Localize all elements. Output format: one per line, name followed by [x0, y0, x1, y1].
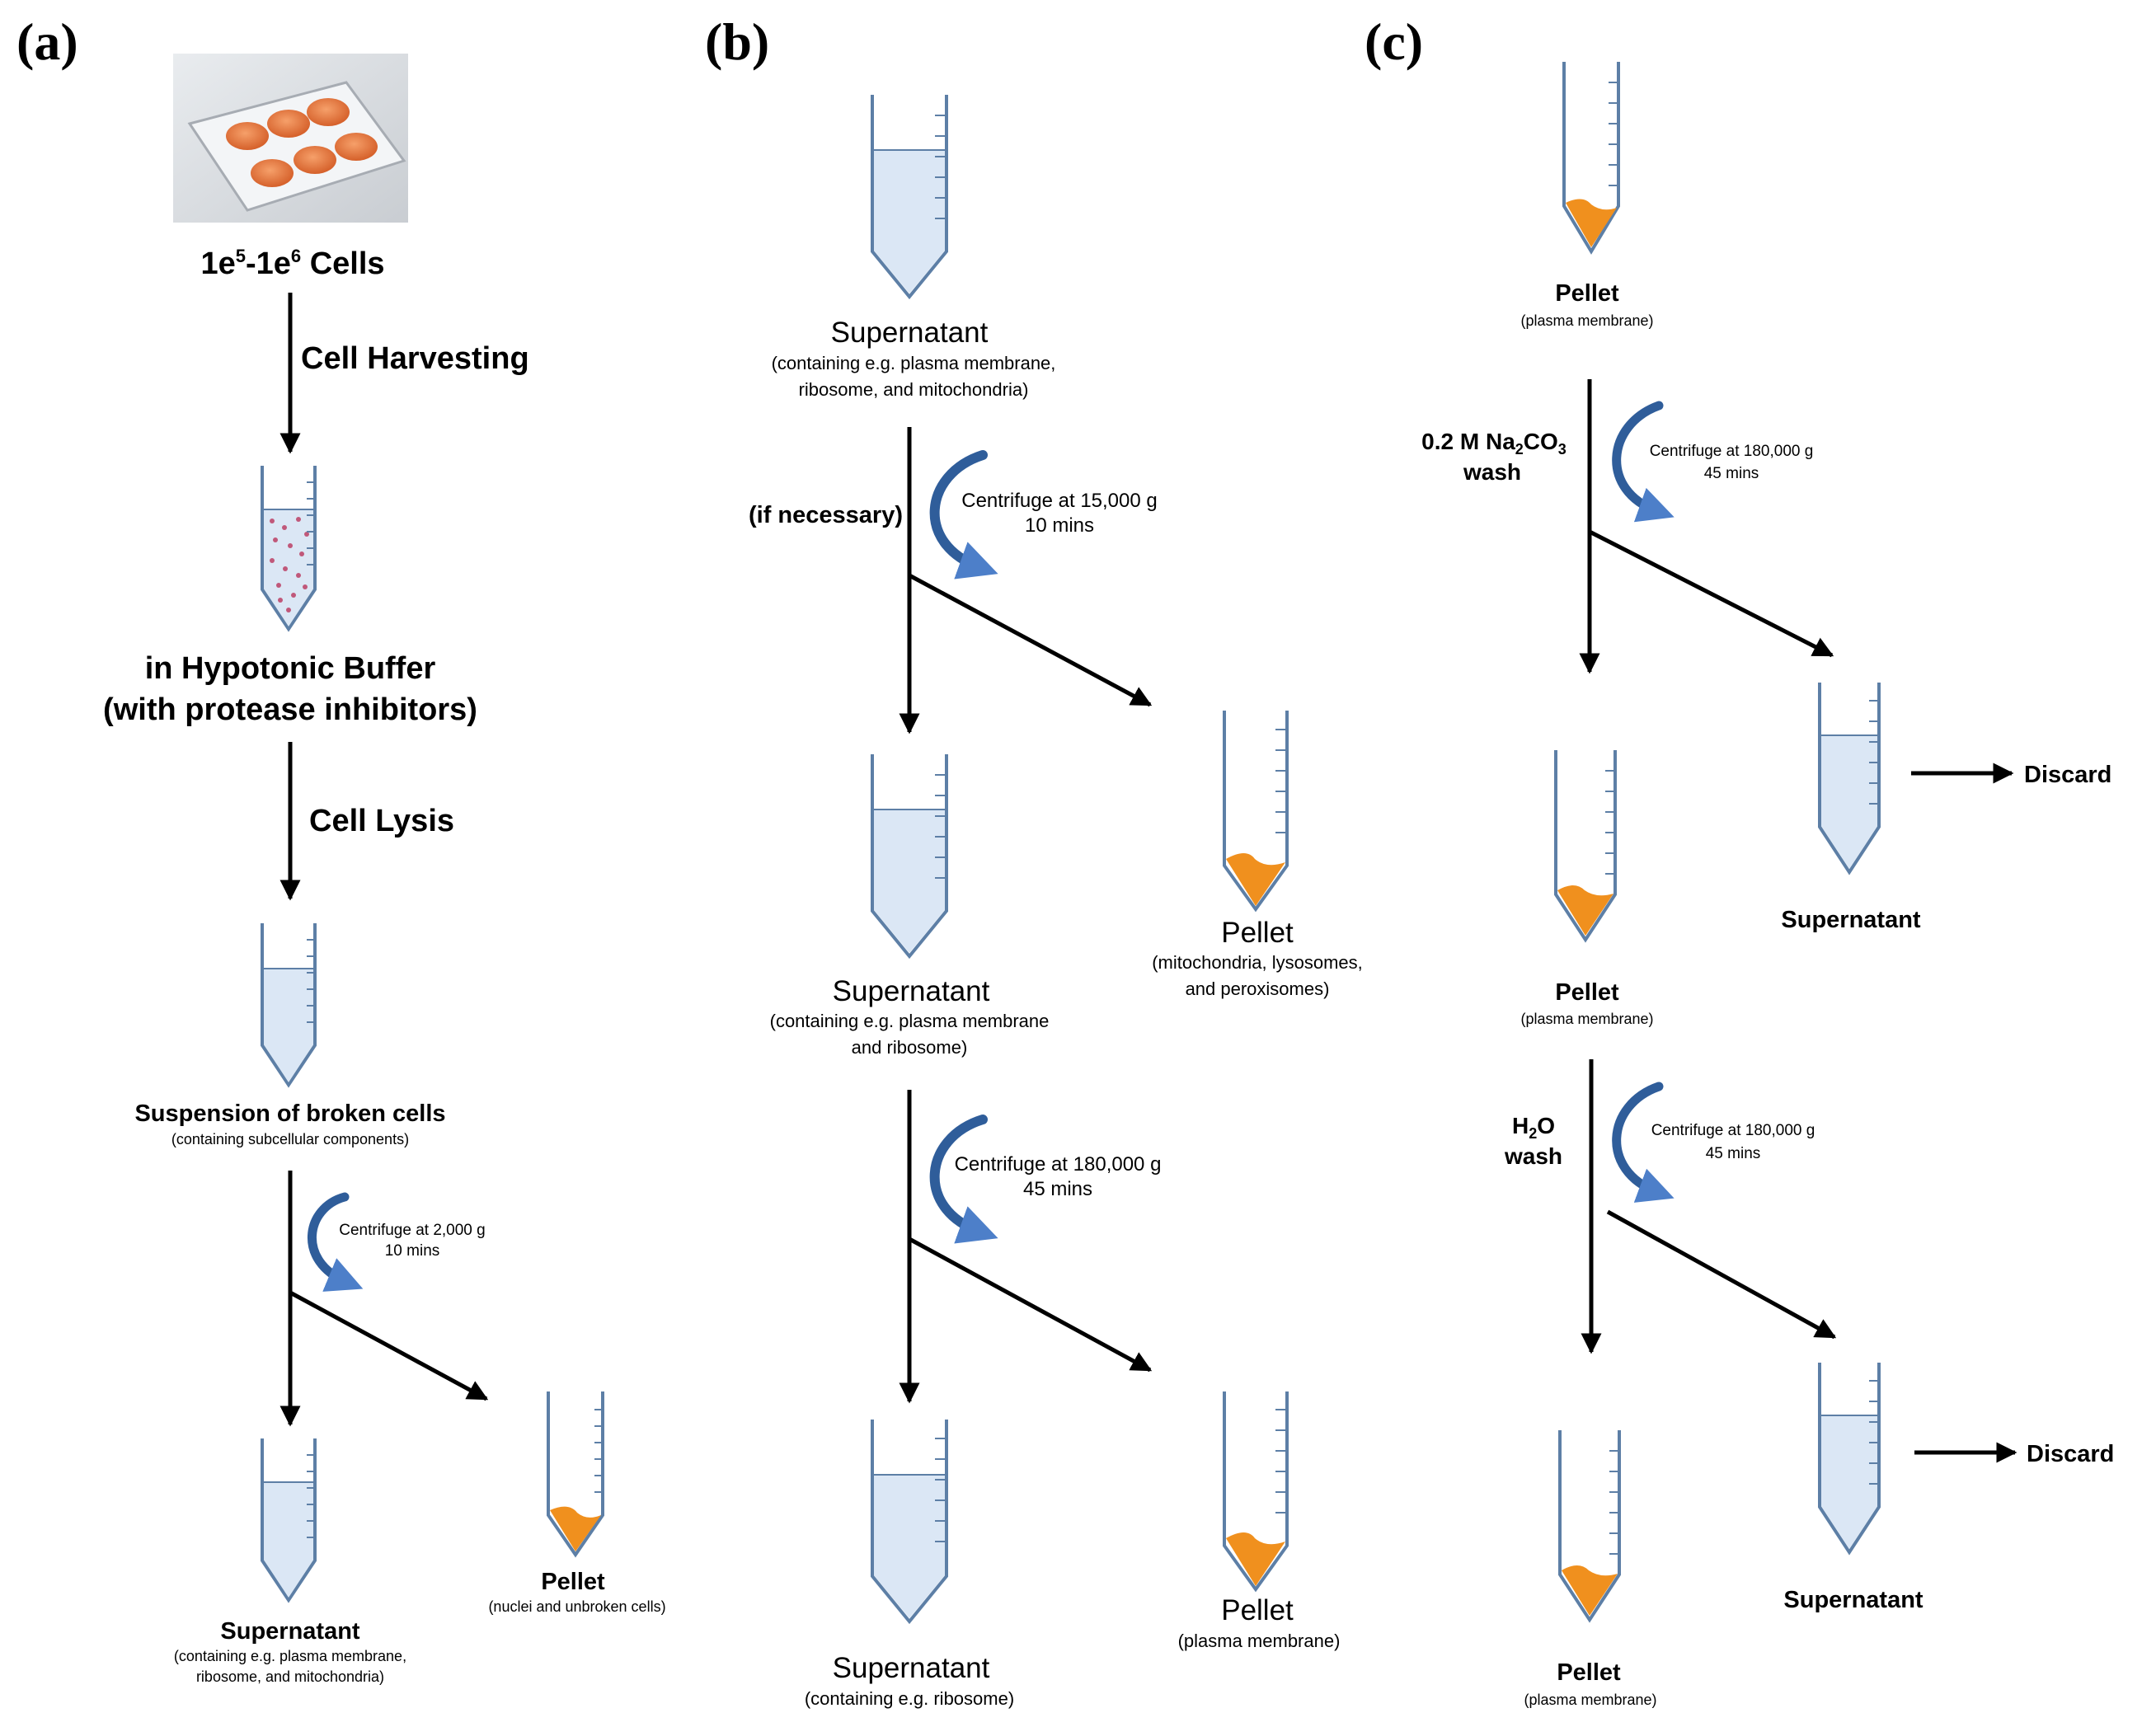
wash2-label: wash [1504, 1143, 1562, 1169]
pellet-c-mid-subtitle: (plasma membrane) [1520, 1011, 1653, 1027]
centrifuge-b1-line1: Centrifuge at 15,000 g [961, 490, 1158, 512]
cell-culture-plate-image [173, 54, 408, 223]
discard1-label: Discard [2024, 762, 2111, 788]
tube-c-supernatant1 [1818, 683, 1881, 875]
supernatant-b-bottom-sub: (containing e.g. ribosome) [805, 1688, 1014, 1709]
pellet-b1-sub2: and peroxisomes) [1186, 978, 1330, 999]
tube-c-pellet-top [1562, 62, 1620, 255]
pellet-b1-sub1: (mitochondria, lysosomes, [1152, 952, 1363, 973]
supernatant-b-top-sub1: (containing e.g. plasma membrane, [772, 353, 1056, 373]
curved-arrow-c2 [1612, 1082, 1675, 1203]
wash1-reagent: 0.2 M Na2CO3 [1421, 429, 1567, 458]
centrifuge-b2-line1: Centrifuge at 180,000 g [955, 1153, 1162, 1176]
suspension-title: Suspension of broken cells [134, 1100, 445, 1127]
arrow-b1-pellet [908, 573, 1153, 707]
tube-cells-in-buffer [261, 466, 317, 632]
supernatant-b-top-title: Supernatant [831, 317, 989, 349]
supernatant-a-sub2: ribosome, and mitochondria) [196, 1668, 384, 1685]
pellet-c-bottom-subtitle: (plasma membrane) [1524, 1692, 1656, 1708]
arrow-a-pellet [289, 1290, 489, 1401]
centrifuge-a-line1: Centrifuge at 2,000 g [339, 1222, 485, 1239]
centrifuge-b2-line2: 45 mins [1023, 1178, 1092, 1200]
tube-c-supernatant2 [1818, 1363, 1881, 1556]
pellet-b2-title: Pellet [1221, 1594, 1294, 1626]
tube-pellet-b2 [1223, 1391, 1289, 1593]
pellet-b1-title: Pellet [1221, 917, 1294, 949]
panel-label-c: (c) [1365, 12, 1423, 71]
supernatant-b-mid-sub1: (containing e.g. plasma membrane [770, 1011, 1050, 1031]
tube-supernatant-a [261, 1438, 317, 1603]
pellet-a-subtitle: (nuclei and unbroken cells) [488, 1598, 665, 1615]
tube-suspension [261, 923, 317, 1088]
step-cell-harvesting: Cell Harvesting [301, 341, 529, 376]
curved-arrow-c1 [1612, 401, 1675, 523]
supernatant-b-top-sub2: ribosome, and mitochondria) [799, 379, 1029, 400]
curved-arrow-b2 [929, 1115, 998, 1244]
panel-label-b: (b) [705, 12, 769, 71]
wash1-label: wash [1463, 459, 1521, 485]
panel-label-a: (a) [16, 12, 78, 71]
arrow-c2-supernatant [1606, 1209, 1837, 1340]
tube-c-pellet-bottom [1558, 1430, 1621, 1623]
step-cell-lysis: Cell Lysis [309, 804, 454, 838]
pellet-c-top-subtitle: (plasma membrane) [1520, 312, 1653, 329]
tube-pellet-a [547, 1391, 604, 1558]
supernatant-b-mid-title: Supernatant [833, 975, 990, 1007]
arrow-c1-supernatant [1588, 529, 1834, 658]
pellet-c-bottom-title: Pellet [1557, 1659, 1621, 1686]
pellet-c-top-title: Pellet [1555, 280, 1619, 307]
if-necessary-label: (if necessary) [749, 502, 903, 528]
supernatant-c1-title: Supernatant [1781, 907, 1921, 933]
tube-b-mid [871, 754, 948, 960]
tube-pellet-b1 [1223, 711, 1289, 913]
centrifuge-c1-line1: Centrifuge at 180,000 g [1650, 443, 1814, 460]
tube-b-top [871, 95, 948, 300]
pellet-c-mid-title: Pellet [1555, 979, 1619, 1006]
centrifuge-c1-line2: 45 mins [1704, 465, 1759, 482]
tube-c-pellet-mid [1554, 750, 1617, 943]
suspension-subtitle: (containing subcellular components) [171, 1131, 409, 1147]
tube-b-bottom [871, 1420, 948, 1625]
centrifuge-a-line2: 10 mins [385, 1242, 440, 1260]
wash2-reagent: H2O [1512, 1113, 1555, 1142]
curved-arrow-b1 [929, 450, 998, 580]
hypotonic-buffer-line2: (with protease inhibitors) [103, 692, 477, 727]
arrow-b2-pellet [908, 1237, 1153, 1373]
centrifuge-c2-line2: 45 mins [1706, 1145, 1761, 1162]
discard2-label: Discard [2027, 1441, 2114, 1467]
curved-arrow-a [308, 1192, 364, 1292]
centrifuge-c2-line1: Centrifuge at 180,000 g [1651, 1122, 1815, 1139]
centrifuge-b1-line2: 10 mins [1025, 514, 1094, 537]
supernatant-a-title: Supernatant [220, 1618, 360, 1645]
supernatant-b-bottom-title: Supernatant [833, 1652, 990, 1684]
hypotonic-buffer-line1: in Hypotonic Buffer [145, 651, 436, 686]
pellet-a-title: Pellet [541, 1569, 605, 1595]
supernatant-c2-title: Supernatant [1783, 1587, 1923, 1613]
supernatant-a-sub1: (containing e.g. plasma membrane, [174, 1648, 406, 1664]
cell-count-label: 1e5-1e6 Cells [200, 246, 384, 281]
pellet-b2-subtitle: (plasma membrane) [1178, 1631, 1341, 1651]
supernatant-b-mid-sub2: and ribosome) [852, 1037, 968, 1058]
